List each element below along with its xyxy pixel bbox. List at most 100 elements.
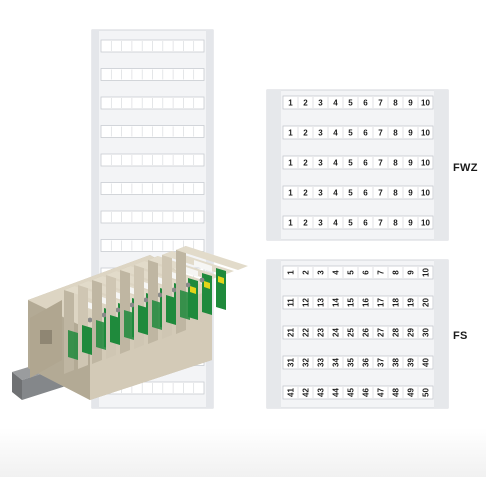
marker-number: 6 xyxy=(363,99,368,108)
marker-number: 31 xyxy=(287,358,296,367)
terminal-block-assembly xyxy=(12,246,248,400)
marker-number: 5 xyxy=(348,129,353,138)
marker-number: 50 xyxy=(422,388,431,397)
marker-number: 47 xyxy=(377,388,386,397)
marker-number: 1 xyxy=(288,129,293,138)
marker-number: 10 xyxy=(422,268,431,277)
marker-number: 22 xyxy=(302,328,311,337)
marker-number: 5 xyxy=(348,99,353,108)
marker-number: 1 xyxy=(288,189,293,198)
marker-number: 15 xyxy=(347,298,356,307)
marker-number: 10 xyxy=(421,219,430,228)
marker-number: 8 xyxy=(393,129,398,138)
marker-number: 5 xyxy=(348,219,353,228)
marker-number: 32 xyxy=(302,358,311,367)
marker-number: 29 xyxy=(407,328,416,337)
terminal-slice xyxy=(176,246,248,334)
marker-number: 2 xyxy=(303,219,308,228)
marker-number: 6 xyxy=(363,159,368,168)
marker-number: 4 xyxy=(332,270,341,275)
marker-number: 19 xyxy=(407,298,416,307)
marker-number: 44 xyxy=(332,388,341,397)
marker-number: 7 xyxy=(377,270,386,275)
marker-number: 4 xyxy=(333,189,338,198)
marker-number: 23 xyxy=(317,328,326,337)
marker-number: 8 xyxy=(393,99,398,108)
marker-number: 11 xyxy=(287,298,296,307)
marker-number: 1 xyxy=(288,99,293,108)
marker-number: 7 xyxy=(378,129,383,138)
marker-number: 41 xyxy=(287,388,296,397)
marker-number: 4 xyxy=(333,99,338,108)
marker-number: 3 xyxy=(318,99,323,108)
marker-number: 7 xyxy=(378,219,383,228)
marker-number: 4 xyxy=(333,159,338,168)
marker-number: 3 xyxy=(318,159,323,168)
marker-number: 2 xyxy=(303,159,308,168)
marker-number: 3 xyxy=(317,270,326,275)
marker-number: 14 xyxy=(332,298,341,307)
marker-number: 2 xyxy=(303,129,308,138)
marker-number: 8 xyxy=(392,270,401,275)
marker-number: 46 xyxy=(362,388,371,397)
marker-number: 6 xyxy=(363,219,368,228)
marker-number: 40 xyxy=(422,358,431,367)
marker-number: 6 xyxy=(362,270,371,275)
marker-number: 10 xyxy=(421,159,430,168)
marker-number: 3 xyxy=(318,129,323,138)
marker-number: 7 xyxy=(378,159,383,168)
marker-number: 17 xyxy=(377,298,386,307)
marker-number: 21 xyxy=(287,328,296,337)
marker-number: 9 xyxy=(408,219,413,228)
marker-number: 5 xyxy=(348,159,353,168)
marker-number: 20 xyxy=(422,298,431,307)
marker-number: 1 xyxy=(287,270,296,275)
marker-number: 6 xyxy=(363,189,368,198)
marker-number: 39 xyxy=(407,358,416,367)
marker-number: 3 xyxy=(318,219,323,228)
marker-number: 5 xyxy=(347,270,356,275)
marker-number: 3 xyxy=(318,189,323,198)
marker-number: 43 xyxy=(317,388,326,397)
marker-number: 6 xyxy=(363,129,368,138)
marker-number: 8 xyxy=(393,219,398,228)
marker-number: 34 xyxy=(332,358,341,367)
marker-number: 4 xyxy=(333,129,338,138)
fwz-label: FWZ xyxy=(453,162,478,174)
marker-number: 37 xyxy=(377,358,386,367)
fs-label: FS xyxy=(453,330,468,342)
marker-number: 2 xyxy=(303,189,308,198)
marker-number: 4 xyxy=(333,219,338,228)
marker-number: 12 xyxy=(302,298,311,307)
marker-number: 8 xyxy=(393,189,398,198)
marker-number: 10 xyxy=(421,129,430,138)
marker-number: 28 xyxy=(392,328,401,337)
marker-number: 45 xyxy=(347,388,356,397)
marker-number: 9 xyxy=(407,270,416,275)
marker-number: 16 xyxy=(362,298,371,307)
marker-number: 9 xyxy=(408,99,413,108)
marker-number: 2 xyxy=(303,99,308,108)
marker-number: 9 xyxy=(408,189,413,198)
marker-number: 9 xyxy=(408,129,413,138)
marker-number: 2 xyxy=(302,270,311,275)
fwz-marker-card: 1 2 3 4 5 6 7 8 9 10 1 2 3 4 5 6 7 8 9 10 1 2 3 4 5 6 7 8 9 10 1 2 3 4 5 6 7… xyxy=(266,89,449,241)
marker-number: 42 xyxy=(302,388,311,397)
marker-number: 24 xyxy=(332,328,341,337)
marker-number: 10 xyxy=(421,189,430,198)
marker-number: 25 xyxy=(347,328,356,337)
marker-number: 30 xyxy=(422,328,431,337)
marker-number: 1 xyxy=(288,159,293,168)
marker-number: 10 xyxy=(421,99,430,108)
marker-number: 38 xyxy=(392,358,401,367)
marker-number: 26 xyxy=(362,328,371,337)
marker-number: 9 xyxy=(408,159,413,168)
marker-number: 18 xyxy=(392,298,401,307)
marker-number: 35 xyxy=(347,358,356,367)
marker-number: 13 xyxy=(317,298,326,307)
marker-number: 33 xyxy=(317,358,326,367)
marker-number: 1 xyxy=(288,219,293,228)
marker-number: 7 xyxy=(378,99,383,108)
